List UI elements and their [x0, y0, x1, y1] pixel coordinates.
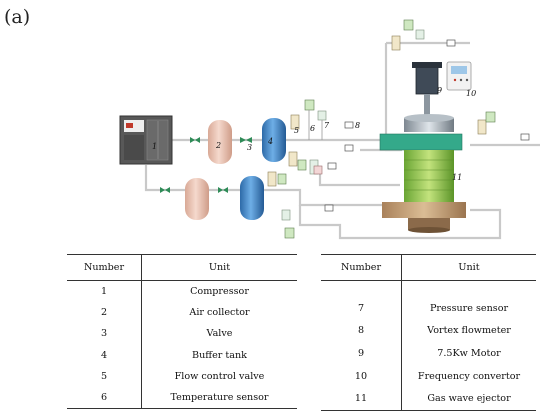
air-collector: [208, 120, 232, 164]
table-row: 4 Buffer tank: [67, 344, 297, 366]
cell-unit: Buffer tank: [192, 349, 247, 361]
cell-unit: Pressure sensor: [429, 302, 509, 314]
label-4: 4: [267, 137, 273, 146]
header-unit: Unit: [141, 254, 297, 281]
cell-unit: Gas wave ejector: [401, 387, 536, 411]
frequency-convertor: [446, 61, 472, 91]
motor: [412, 62, 442, 116]
cell-number: 7: [321, 297, 402, 320]
sensor-instruments: [267, 19, 496, 239]
cell-number: 1: [67, 280, 142, 303]
lower-air-collector: [185, 178, 209, 220]
label-5: 5: [294, 126, 299, 135]
compressor: [119, 115, 173, 165]
cell-unit: Air collector: [189, 307, 250, 319]
table-row: 9 7.5Kw Motor: [321, 342, 536, 365]
cell-unit: Flow control valve: [174, 370, 265, 382]
table-spacer-row: [321, 280, 537, 298]
table-row: 7 Pressure sensor: [321, 297, 536, 320]
cell-number: 3: [67, 323, 142, 345]
header-number: Number: [67, 254, 142, 281]
cell-number: 11: [321, 387, 402, 411]
label-6: 6: [310, 124, 315, 133]
table-row: 2 Air collector: [67, 302, 297, 324]
cell-unit: Vortex flowmeter: [427, 325, 511, 337]
cell-number: 9: [321, 342, 402, 365]
table-row: 1 Compressor: [67, 280, 297, 303]
cell-number: 4: [67, 344, 142, 366]
label-10: 10: [466, 89, 476, 98]
label-1: 1: [152, 142, 157, 151]
table-row: 10 Frequency convertor: [321, 364, 536, 388]
gas-wave-ejector: [379, 114, 466, 233]
unit-table-left: Number Unit 1 Compressor 2 Air collector…: [67, 254, 297, 410]
cell-unit: Compressor: [190, 286, 249, 298]
panel-label: (a): [4, 6, 31, 28]
cell-number: 6: [67, 386, 142, 410]
header-unit: Unit: [401, 254, 536, 281]
cell-unit: Valve: [206, 328, 233, 340]
unit-table-right: Number Unit 7 Pressure sensor 8 Vortex f…: [321, 254, 536, 411]
cell-unit: Temperature sensor: [141, 386, 297, 410]
cell-unit: 7.5Kw Motor: [437, 347, 501, 359]
spacer-cell: [402, 281, 537, 298]
table-row: 11 Gas wave ejector: [321, 387, 536, 411]
lower-buffer-tank: [240, 176, 264, 220]
label-11: 11: [452, 173, 462, 182]
spacer-cell: [321, 280, 402, 297]
header-number: Number: [321, 254, 402, 281]
table-row: 8 Vortex flowmeter: [321, 319, 536, 343]
label-2: 2: [215, 141, 221, 150]
table-row: 3 Valve: [67, 323, 297, 345]
buffer-tank: [262, 118, 286, 162]
cell-number: 2: [67, 302, 142, 324]
cell-number: 10: [321, 364, 402, 388]
component-number-labels: 1 2 3 4 5 6 7 8 9 10 11: [152, 86, 476, 182]
system-diagram: 1 2 3 4 5 6 7 8 9 10 11: [119, 19, 540, 240]
label-3: 3: [247, 143, 252, 152]
label-7: 7: [324, 121, 330, 130]
valve-icon: [160, 137, 252, 193]
cell-number: 5: [67, 365, 142, 387]
label-9: 9: [437, 86, 442, 95]
table-row: 6 Temperature sensor: [67, 386, 297, 410]
flowmeter-icons: [324, 39, 530, 212]
cell-number: 8: [321, 319, 402, 343]
cell-unit: Frequency convertor: [417, 370, 521, 382]
table-row: 5 Flow control valve: [67, 365, 297, 387]
label-8: 8: [355, 121, 360, 130]
